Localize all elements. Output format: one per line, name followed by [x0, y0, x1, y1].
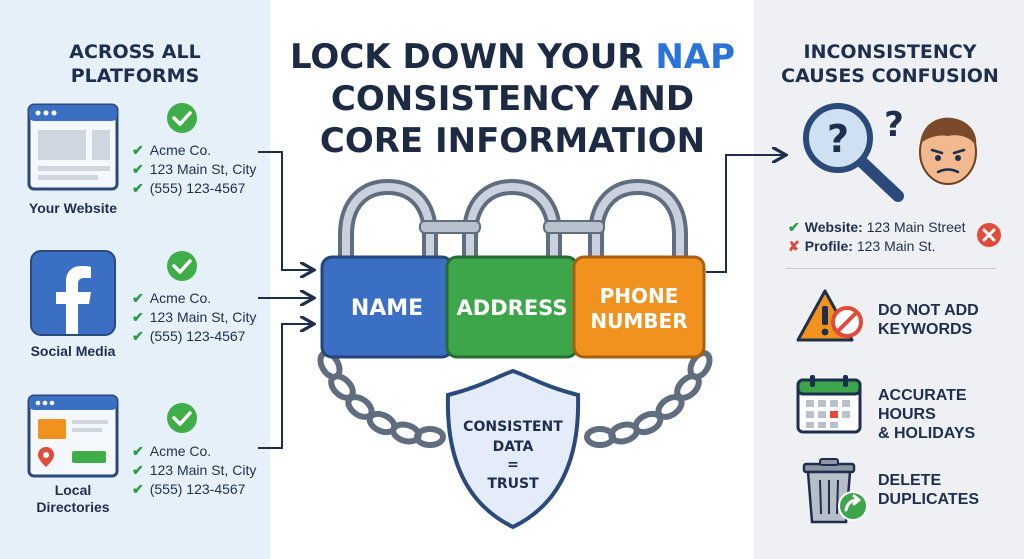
nap-list-social: ✔ Acme Co. ✔ 123 Main St, City ✔ (555) 123-…	[132, 289, 256, 346]
warning-no-keywords-icon	[796, 289, 863, 342]
check-badge-icon	[167, 103, 197, 133]
left-heading-line2: PLATFORMS	[70, 65, 200, 87]
rule-delete-duplicates: DELETE DUPLICATES	[878, 471, 979, 509]
check-icon: ✔	[132, 462, 144, 478]
lock-label-phone-line2: NUMBER	[590, 309, 687, 333]
nap-address-value: 123 Main St, City	[149, 462, 257, 478]
directory-map-icon	[27, 394, 119, 478]
check-icon: ✔	[132, 309, 144, 325]
arrow-directories	[258, 324, 312, 449]
nap-phone: ✔ (555) 123-4567	[132, 327, 256, 346]
nap-address: ✔ 123 Main St, City	[132, 308, 256, 327]
shield-line3: =	[507, 457, 519, 473]
rule-accurate-hours: ACCURATE HOURS & HOLIDAYS	[878, 386, 1024, 443]
source-label-website: Your Website	[28, 200, 118, 216]
check-badge-icon	[167, 251, 197, 281]
divider	[786, 268, 996, 269]
svg-text:?: ?	[884, 105, 904, 145]
nap-phone: ✔ (555) 123-4567	[132, 480, 256, 499]
right-heading-line2: CAUSES CONFUSION	[781, 65, 999, 87]
error-x-badge-icon	[977, 223, 1001, 247]
facebook-icon	[30, 250, 116, 336]
svg-text:?: ?	[827, 117, 849, 161]
trust-shield	[445, 368, 581, 530]
left-panel-heading: ACROSS ALL PLATFORMS	[30, 40, 240, 88]
rule-delete-duplicates-line1: DELETE	[878, 472, 942, 489]
check-icon: ✔	[132, 142, 144, 158]
nap-name-value: Acme Co.	[149, 443, 212, 459]
comparison-value: 123 Main St.	[856, 238, 936, 254]
nap-name-value: Acme Co.	[149, 142, 212, 158]
nap-name: ✔ Acme Co.	[132, 289, 256, 308]
trash-can-icon	[802, 458, 868, 524]
nap-phone: ✔ (555) 123-4567	[132, 179, 256, 198]
comparison-key: Profile:	[804, 238, 853, 254]
check-icon: ✔	[132, 481, 144, 497]
main-title: LOCK DOWN YOUR NAP CONSISTENCY AND CORE …	[285, 36, 740, 162]
padlock-group: NAME ADDRESS PHONE NUMBER CONSISTENT DAT…	[317, 178, 713, 530]
source-label-directories: Local Directories	[8, 482, 138, 516]
rule-no-keywords-line2: KEYWORDS	[878, 321, 973, 338]
nap-name: ✔ Acme Co.	[132, 141, 256, 160]
arrow-website	[258, 151, 312, 270]
rule-no-keywords-line1: DO NOT ADD	[878, 302, 979, 319]
source-label-directories-line2: Directories	[36, 499, 110, 515]
magnifier-question-icon: ? ?	[803, 103, 904, 202]
comparison-row-profile: ✘Profile: 123 Main St.	[788, 237, 935, 255]
check-icon: ✔	[132, 443, 144, 459]
lock-label-address: ADDRESS	[457, 296, 568, 320]
right-heading-line1: INCONSISTENCY	[803, 41, 977, 63]
rule-accurate-hours-line2: & HOLIDAYS	[878, 425, 976, 442]
nap-address-value: 123 Main St, City	[149, 309, 257, 325]
check-icon: ✔	[132, 328, 144, 344]
lock-phone	[572, 255, 706, 359]
nap-phone-value: (555) 123-4567	[149, 180, 246, 196]
shield-line2: DATA	[493, 439, 534, 455]
rule-no-keywords: DO NOT ADD KEYWORDS	[878, 301, 979, 339]
shield-line1: CONSISTENT	[463, 419, 563, 435]
comparison-key: Website:	[804, 219, 863, 235]
title-line2: CONSISTENCY AND	[330, 79, 695, 119]
comparison-row-website: ✔Website: 123 Main Street	[788, 218, 966, 236]
nap-address: ✔ 123 Main St, City	[132, 160, 256, 179]
right-panel	[754, 0, 1024, 559]
title-line1-text: LOCK DOWN YOUR	[289, 37, 656, 77]
rule-delete-duplicates-line2: DUPLICATES	[878, 491, 980, 508]
comparison-value: 123 Main Street	[866, 219, 966, 235]
shield-line4: TRUST	[487, 476, 539, 492]
source-label-social: Social Media	[30, 343, 116, 359]
cross-icon: ✘	[788, 238, 800, 254]
calendar-icon	[796, 375, 862, 434]
left-heading-line1: ACROSS ALL	[69, 41, 201, 63]
title-line1: LOCK DOWN YOUR NAP	[285, 36, 740, 78]
title-highlight-nap: NAP	[655, 37, 736, 77]
confused-face-icon	[919, 117, 977, 185]
chain	[317, 350, 713, 448]
nap-phone-value: (555) 123-4567	[149, 328, 246, 344]
lock-label-phone-line1: PHONE	[600, 284, 679, 308]
check-icon: ✔	[788, 219, 800, 235]
check-icon: ✔	[132, 161, 144, 177]
browser-window-icon	[27, 103, 119, 191]
nap-name-value: Acme Co.	[149, 290, 212, 306]
rule-accurate-hours-line1: ACCURATE HOURS	[878, 387, 967, 423]
nap-list-directories: ✔ Acme Co. ✔ 123 Main St, City ✔ (555) 123-…	[132, 442, 256, 499]
source-label-directories-line1: Local	[54, 482, 92, 498]
nap-list-website: ✔ Acme Co. ✔ 123 Main St, City ✔ (555) 123-…	[132, 141, 256, 198]
check-icon: ✔	[132, 180, 144, 196]
check-icon: ✔	[132, 290, 144, 306]
nap-phone-value: (555) 123-4567	[149, 481, 246, 497]
arrow-to-confusion	[706, 155, 784, 273]
nap-address: ✔ 123 Main St, City	[132, 461, 256, 480]
title-line3: CORE INFORMATION	[319, 121, 706, 161]
lock-label-name: NAME	[351, 296, 423, 321]
nap-name: ✔ Acme Co.	[132, 442, 256, 461]
check-badge-icon	[167, 403, 197, 433]
right-panel-heading: INCONSISTENCY CAUSES CONFUSION	[772, 40, 1008, 88]
nap-address-value: 123 Main St, City	[149, 161, 257, 177]
